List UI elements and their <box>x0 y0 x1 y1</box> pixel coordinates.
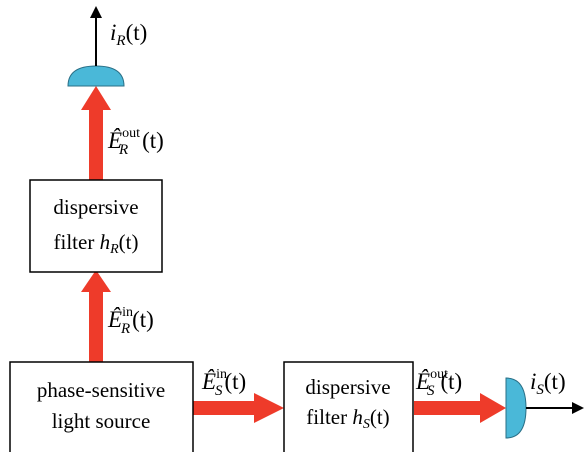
filter-s-label-line1: dispersive <box>305 375 390 399</box>
filter-r-label-line1: dispersive <box>53 195 138 219</box>
beam-s-out <box>414 393 506 423</box>
filter-r-block: dispersive filter hR(t) <box>29 179 163 273</box>
filter-s-block: dispersive filter hS(t) <box>283 361 414 452</box>
current-s-arrow <box>526 402 584 414</box>
beam-r-out <box>81 86 111 180</box>
light-source-label-line2: light source <box>52 409 151 433</box>
detector-r-icon <box>67 65 125 87</box>
beam-r-in <box>81 270 111 364</box>
current-s-label: iS(t) <box>530 369 566 398</box>
filter-r-label-line2: filter hR(t) <box>54 230 139 257</box>
current-r-arrow <box>90 6 102 66</box>
filter-s-label-line2: filter hS(t) <box>306 405 389 432</box>
light-source-label-line1: phase-sensitive <box>37 378 165 402</box>
detector-s-icon <box>505 377 527 439</box>
beam-s-in <box>192 393 284 423</box>
current-r-label: iR(t) <box>110 20 147 49</box>
light-source-block: phase-sensitive light source <box>9 361 194 452</box>
